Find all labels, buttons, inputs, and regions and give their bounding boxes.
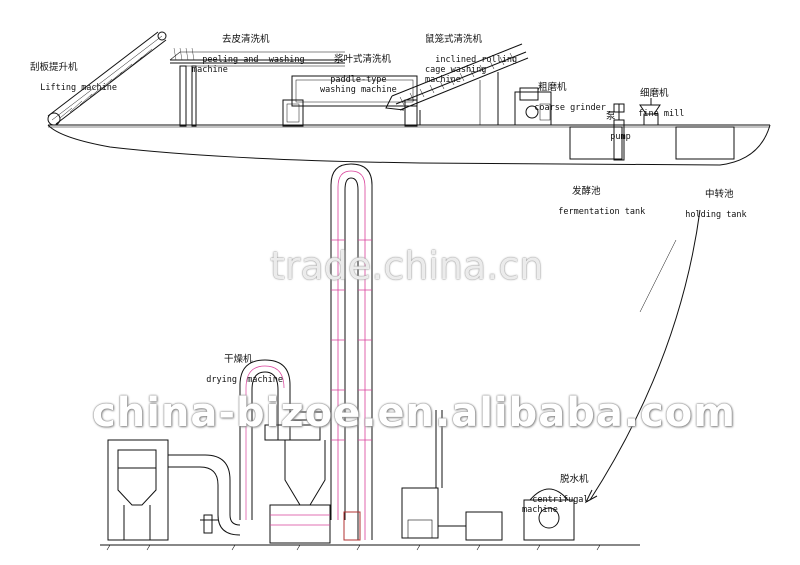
label-centrifugal-machine: 脱水机 centrifugal machine — [522, 455, 589, 516]
coarse-grinder — [514, 87, 552, 126]
fermentation-tank — [569, 126, 623, 160]
label-coarse-cn: 粗磨机 — [538, 82, 567, 93]
label-rolling-en: inclined rolling cage washing machine — [425, 55, 518, 85]
label-coarse-en: coarse grinder — [534, 103, 606, 113]
label-drying-en: drying machine — [206, 375, 284, 385]
drying-duct — [330, 163, 373, 540]
label-pump-en: pump — [610, 132, 631, 142]
ground-line — [100, 544, 640, 551]
label-rolling-machine: 鼠笼式清洗机 inclined rolling cage washing mac… — [425, 15, 518, 86]
label-rolling-cn: 鼠笼式清洗机 — [425, 34, 483, 45]
label-peeling-en: peeling and washing machine — [192, 55, 305, 75]
label-coarse-grinder: 粗磨机 coarse grinder — [524, 63, 606, 114]
label-fine-mill: 细磨机 fine mill — [628, 69, 685, 120]
label-fermentation-tank: 发酵池 fermentation tank — [548, 167, 646, 218]
holding-tank — [675, 126, 735, 160]
label-holding-tank: 中转池 holding tank — [675, 170, 747, 221]
label-fermentation-cn: 发酵池 — [572, 186, 601, 197]
label-holding-cn: 中转池 — [705, 189, 734, 200]
label-lifting-machine: 刮板提升机 Lifting machine — [30, 43, 118, 94]
dryer-cyclone — [239, 359, 331, 544]
heater-unit — [343, 410, 503, 541]
label-pump: 泵 pump — [600, 92, 631, 143]
label-pump-cn: 泵 — [606, 111, 616, 122]
label-fine-en: fine mill — [638, 109, 685, 119]
label-holding-en: holding tank — [685, 210, 747, 220]
top-line-base — [47, 124, 771, 166]
label-drying-machine: 干燥机 drying machine — [196, 335, 284, 386]
label-centrifugal-en: centrifugal machine — [522, 495, 589, 515]
label-paddle-en: paddle-type washing machine — [320, 75, 397, 95]
peeling-washing-machine — [169, 47, 345, 127]
label-centrifugal-cn: 脱水机 — [560, 474, 589, 485]
label-paddle-machine: 浆叶式清洗机 paddle-type washing machine — [320, 35, 397, 96]
lifting-machine — [47, 31, 167, 126]
centrifugal-machine — [523, 488, 575, 541]
flow-arrow — [584, 209, 701, 504]
watermark-alibaba: china-bizoe.en.alibaba.com — [92, 390, 736, 436]
label-paddle-cn: 浆叶式清洗机 — [334, 54, 392, 65]
label-peeling-machine: 去皮清洗机 peeling and washing machine — [192, 15, 305, 76]
watermark-trade-china: trade.china.cn — [270, 244, 544, 288]
paddle-washing-machine — [282, 75, 418, 127]
pump — [613, 103, 625, 161]
label-fermentation-en: fermentation tank — [558, 207, 646, 217]
label-fine-cn: 细磨机 — [640, 88, 669, 99]
label-drying-cn: 干燥机 — [224, 354, 253, 365]
rolling-cage-washing-machine — [385, 43, 529, 125]
label-lifting-en: Lifting machine — [40, 83, 118, 93]
label-lifting-cn: 刮板提升机 — [30, 62, 78, 73]
label-peeling-cn: 去皮清洗机 — [222, 34, 270, 45]
fine-mill — [639, 98, 661, 126]
bag-filter — [107, 439, 241, 541]
